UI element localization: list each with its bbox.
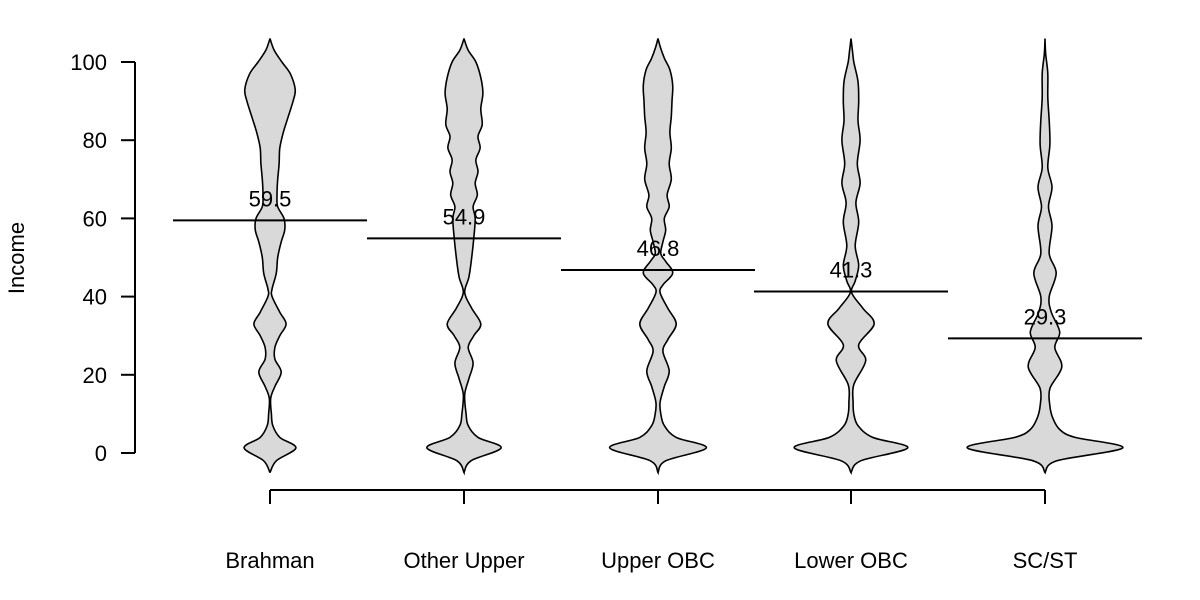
x-axis: Brahman Other Upper Upper OBC Lower OBC SC/S…	[225, 489, 1078, 573]
mean-label: 46.8	[637, 236, 680, 261]
violin-sc-st	[966, 38, 1124, 475]
y-tick-label: 20	[83, 363, 107, 388]
mean-label: 59.5	[249, 186, 292, 211]
violin-other-upper	[426, 38, 502, 476]
x-tick-label: Other Upper	[403, 548, 524, 573]
x-tick-label: Upper OBC	[601, 548, 715, 573]
y-tick-label: 40	[83, 285, 107, 310]
y-tick-label: 0	[95, 441, 107, 466]
mean-label: 41.3	[830, 258, 873, 283]
violin-upper-obc	[608, 38, 708, 476]
y-axis-label: Income	[4, 222, 29, 294]
violins	[243, 38, 1124, 476]
y-axis: 0 20 40 60 80 100	[70, 50, 136, 466]
x-tick-label: Lower OBC	[794, 548, 908, 573]
mean-label: 29.3	[1024, 304, 1067, 329]
mean-label: 54.9	[443, 204, 486, 229]
violin-lower-obc	[793, 38, 909, 475]
violin-brahman	[243, 38, 297, 473]
mean-lines: 59.5 54.9 46.8 41.3 29.3	[173, 186, 1142, 340]
y-tick-label: 60	[83, 206, 107, 231]
y-tick-label: 100	[70, 50, 107, 75]
x-tick-label: SC/ST	[1013, 548, 1078, 573]
x-tick-label: Brahman	[225, 548, 314, 573]
y-tick-label: 80	[83, 128, 107, 153]
